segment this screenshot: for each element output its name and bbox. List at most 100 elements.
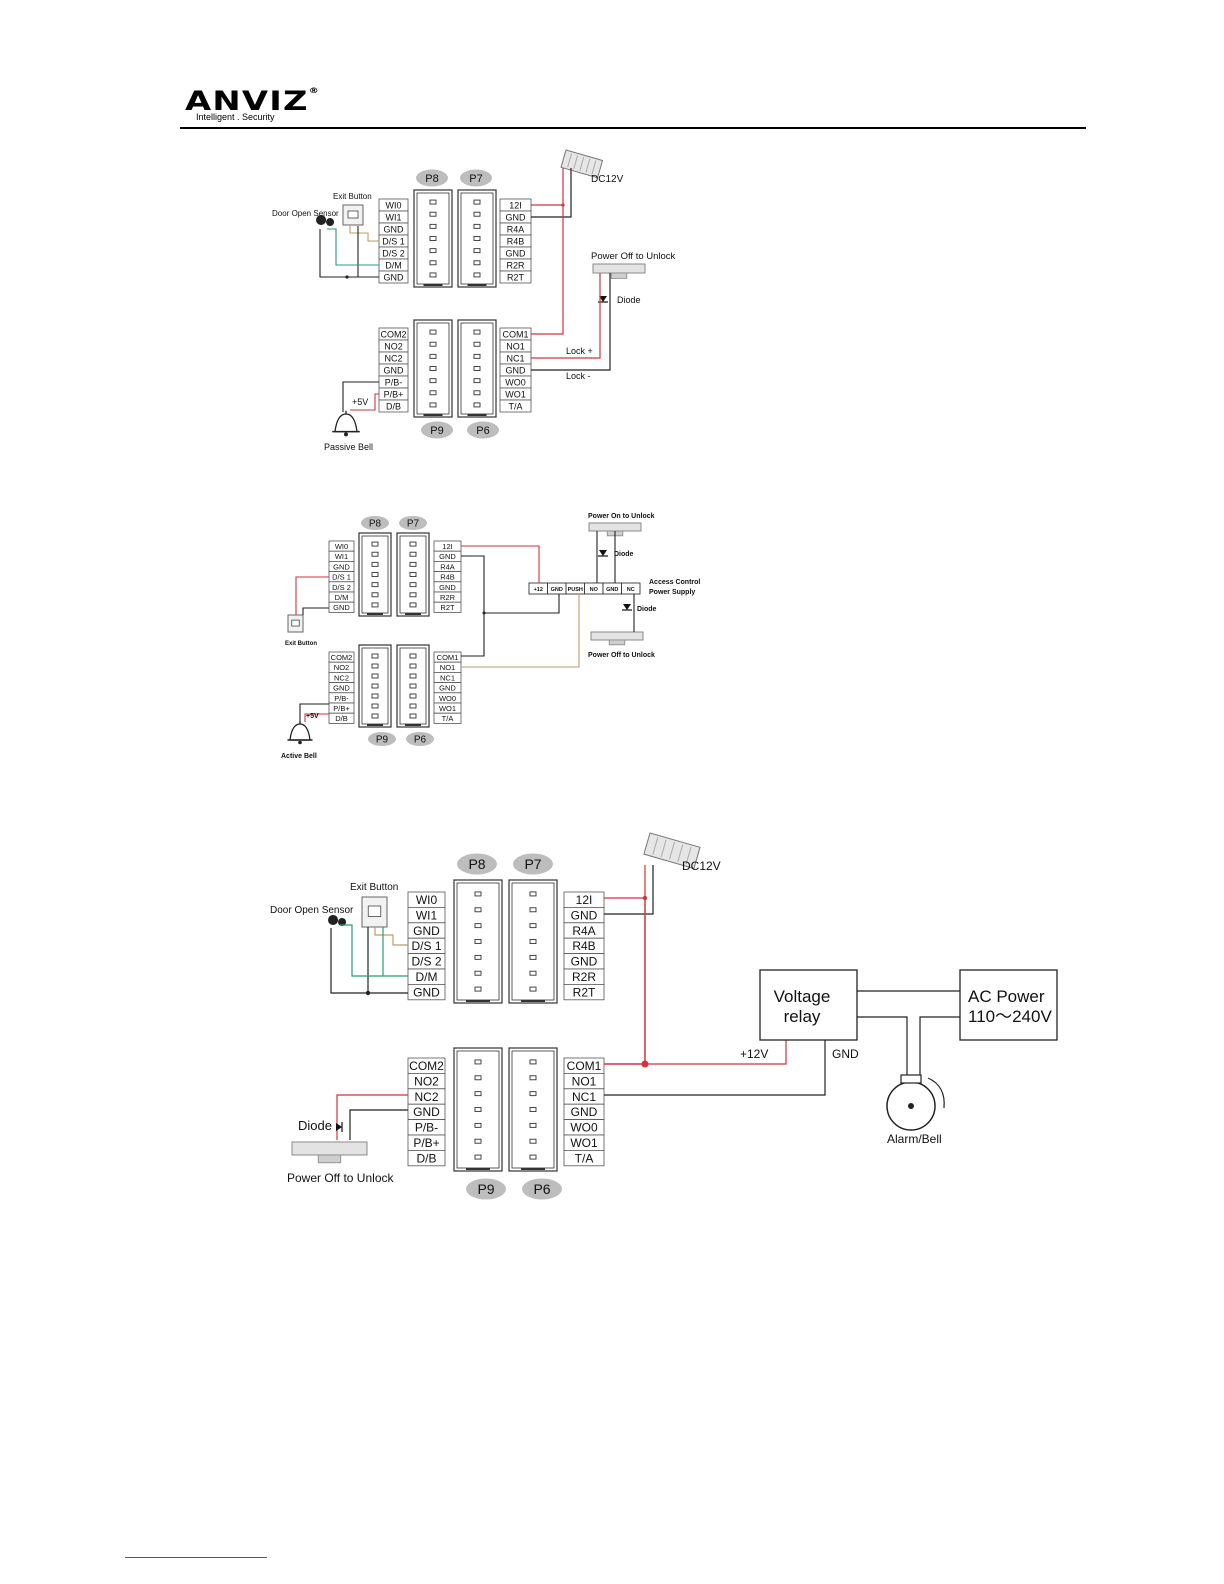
port-tag: [399, 516, 427, 530]
footer-link-underline: [125, 1557, 267, 1558]
port-tag-label: P6: [476, 425, 489, 437]
p7-pin-label: R4B: [440, 573, 455, 582]
p8-pin-label: D/S 2: [382, 248, 405, 258]
connector-pin: [474, 1107, 482, 1112]
p6-pin-label: GND: [571, 1105, 598, 1119]
wire-pb-plus: [304, 713, 329, 722]
p8-pin-label: D/S 1: [332, 573, 351, 582]
connector-pin: [473, 329, 481, 335]
port-tag: [361, 516, 389, 530]
port-tag: [522, 1178, 562, 1200]
connector-pin: [474, 1091, 482, 1097]
connector-pin: [371, 673, 379, 679]
port-tag: [368, 732, 396, 746]
connector-housing: [457, 189, 497, 288]
lock-icon: [592, 263, 646, 274]
wire-relay-gnd: [604, 1040, 826, 1096]
p9-pin-label: COM2: [380, 329, 406, 339]
psu-vent: [591, 160, 597, 175]
wire-relay-12v: [645, 1040, 787, 1065]
exit-button-face: [347, 210, 359, 219]
wire-sensor-gnd: [319, 229, 358, 278]
connector-housing: [413, 319, 453, 418]
lock-off-icon: [590, 631, 644, 641]
connector-pin: [409, 572, 417, 577]
p7-pin-label: R2R: [572, 970, 596, 984]
p8-pin-label: WI0: [416, 893, 438, 907]
door-sensor-icon: [328, 915, 339, 925]
connector-pin: [371, 602, 379, 608]
p9-pin-label: COM2: [331, 653, 353, 662]
exit-button-label: Exit Button: [285, 641, 317, 647]
wire-ac-3: [919, 1016, 960, 1075]
p9-pin-label: NO2: [384, 341, 403, 351]
connector-pin: [429, 248, 437, 254]
wire-12v: [461, 545, 540, 583]
connector-pin: [529, 986, 537, 992]
p7-cell: [563, 984, 605, 1001]
connector-pin: [473, 248, 481, 254]
exit-button-face: [367, 905, 382, 917]
exit-button-label: Exit Button: [350, 882, 398, 893]
port-tag: [467, 421, 499, 439]
connector-housing: [508, 879, 558, 1004]
alarm-bell-mount: [900, 1074, 922, 1084]
connector-pin: [409, 713, 417, 719]
p7-pin-label: R2T: [440, 603, 455, 612]
p6-pin-label: COM1: [502, 329, 528, 339]
p9-pin-label: P/B-: [385, 377, 403, 387]
dc12v-label: DC12V: [682, 859, 721, 873]
ac-power-box: [959, 969, 1058, 1041]
p7-pin-label: GND: [571, 955, 598, 969]
p9-pin-label: D/B: [416, 1151, 436, 1165]
p8-cell: [328, 601, 355, 613]
p6-cell: [433, 712, 462, 724]
p6-pin-label: WO1: [570, 1136, 598, 1150]
p9-cell: [328, 712, 355, 724]
connector-pin: [473, 390, 481, 396]
p6-pin-label: COM1: [437, 653, 459, 662]
p9-pin-label: GND: [384, 365, 405, 375]
lock-plate: [610, 272, 628, 279]
port-tag-label: P8: [468, 856, 485, 872]
connector-pin: [474, 923, 482, 929]
psu-label-1: Access Control: [649, 579, 700, 586]
connector-pin: [474, 1075, 482, 1081]
p6-pin-label: WO0: [439, 694, 456, 703]
p8-pin-label: GND: [333, 562, 350, 571]
p8-pin-label: GND: [413, 924, 440, 938]
connector-pin: [409, 683, 417, 689]
wire-push: [461, 594, 580, 668]
plus5v-label: +5V: [352, 397, 368, 407]
port-tag-label: P9: [376, 735, 389, 746]
p6-pin-label: COM1: [567, 1059, 602, 1073]
connector-pin: [429, 366, 437, 371]
connector-pin: [371, 703, 379, 709]
connector-pin: [371, 582, 379, 588]
p9-pin-label: NC2: [414, 1090, 438, 1104]
p9-pin-label: P/B+: [333, 704, 350, 713]
p8-pin-label: GND: [413, 985, 440, 999]
p7-pin-label: 12I: [442, 542, 452, 551]
p7-pin-label: 12I: [509, 200, 522, 210]
diode-label: Diode: [617, 295, 641, 305]
relay-label-1: Voltage: [774, 987, 831, 1006]
psu-vent: [567, 153, 573, 168]
wire-ds1: [349, 226, 379, 242]
p6-pin-label: NC1: [440, 673, 455, 682]
p8-pin-label: D/M: [335, 593, 349, 602]
dc12v-power-icon: [560, 149, 604, 179]
connector-pin: [474, 1154, 482, 1160]
wire-exit-gnd: [367, 927, 408, 994]
connector-pin: [474, 954, 482, 960]
connector-pin: [474, 939, 482, 944]
psu-terminal-label: NO: [590, 587, 599, 593]
exit-button-face: [291, 619, 300, 627]
lock-on-label: Power On to Unlock: [588, 513, 655, 520]
ac-label-1: AC Power: [968, 987, 1045, 1006]
p8-pin-label: WI1: [416, 908, 438, 922]
p9-pin-label: P/B-: [415, 1121, 438, 1135]
port-tag: [457, 853, 497, 875]
lock-label: Power Off to Unlock: [591, 251, 676, 262]
psu-vent: [579, 157, 585, 171]
